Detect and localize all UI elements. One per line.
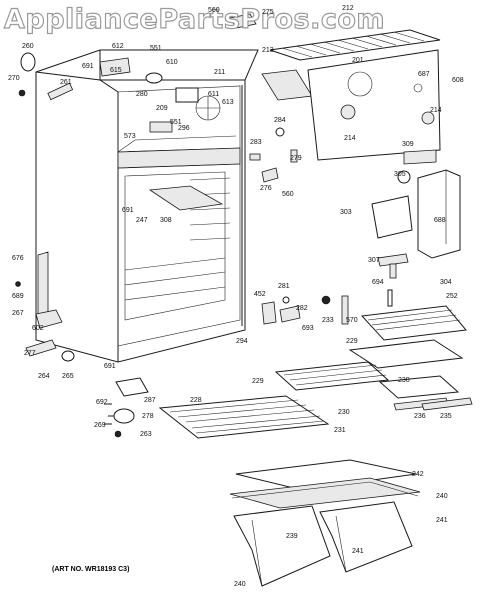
part-label-213: 213 [262, 47, 274, 54]
crisper-drawers [229, 459, 421, 587]
part-label-269: 269 [94, 422, 106, 429]
part-label-305: 305 [394, 171, 406, 178]
part-label-228: 228 [190, 397, 202, 404]
refrigerator-cabinet [35, 49, 259, 363]
part-label-694: 694 [372, 279, 384, 286]
part-label-687: 687 [418, 71, 430, 78]
part-label-691: 691 [82, 63, 94, 70]
part-label-231: 231 [334, 427, 346, 434]
part-label-282: 282 [296, 305, 308, 312]
part-label-260: 260 [22, 43, 34, 50]
middle-hardware [261, 289, 393, 325]
part-callout-labels: 560 275 212 260 612 551 270 691 615 610 213 201 608 2… [8, 5, 464, 588]
part-label-236: 236 [414, 413, 426, 420]
part-label-212: 212 [342, 5, 354, 12]
part-label-280: 280 [136, 91, 148, 98]
part-label-551: 551 [150, 45, 162, 52]
part-label-560: 560 [282, 191, 294, 198]
part-label-613: 613 [222, 99, 234, 106]
part-label-214: 214 [344, 135, 356, 142]
part-label-211: 211 [214, 69, 225, 76]
evaporator-cover-assembly [249, 49, 461, 279]
part-label-560: 560 [208, 7, 220, 14]
part-label-615: 615 [110, 67, 122, 74]
part-label-241: 241 [436, 517, 448, 524]
part-label-309: 309 [402, 141, 414, 148]
part-label-264: 264 [38, 373, 50, 380]
part-label-294: 294 [236, 338, 248, 345]
part-label-214: 214 [430, 107, 442, 114]
part-label-276: 276 [260, 185, 272, 192]
part-label-230: 230 [398, 377, 410, 384]
part-label-275: 275 [262, 9, 274, 16]
part-label-240: 240 [234, 581, 246, 588]
part-label-570: 570 [346, 317, 358, 324]
part-label-676: 676 [12, 255, 24, 262]
part-label-265: 265 [62, 373, 74, 380]
part-label-304: 304 [440, 279, 452, 286]
part-label-235: 235 [440, 413, 452, 420]
part-label-267: 267 [12, 310, 24, 317]
part-label-270: 270 [8, 75, 20, 82]
part-label-608: 608 [452, 77, 464, 84]
part-label-229: 229 [346, 338, 358, 345]
part-label-303: 303 [340, 209, 352, 216]
part-label-287: 287 [144, 397, 156, 404]
part-label-233: 233 [322, 317, 334, 324]
part-label-239: 239 [286, 533, 298, 540]
part-label-247: 247 [136, 217, 148, 224]
part-label-308: 308 [160, 217, 172, 224]
refrigerator-shelves [158, 305, 473, 439]
part-label-691: 691 [122, 207, 134, 214]
part-label-201: 201 [352, 57, 364, 64]
part-label-229: 229 [252, 378, 264, 385]
art-number: (ART NO. WR18193 C3) [52, 566, 129, 573]
part-label-230: 230 [338, 409, 350, 416]
part-label-283: 283 [250, 139, 262, 146]
part-label-279: 279 [290, 155, 302, 162]
part-label-693: 693 [302, 325, 314, 332]
part-label-452: 452 [254, 291, 266, 298]
part-label-610: 610 [166, 59, 178, 66]
part-label-689: 689 [12, 293, 24, 300]
part-label-688: 688 [434, 217, 446, 224]
part-label-296: 296 [178, 125, 190, 132]
part-label-261: 261 [60, 79, 72, 86]
watermark-text: AppliancePartsPros.com [4, 4, 385, 35]
part-label-551: 551 [170, 119, 182, 126]
part-label-241: 241 [352, 548, 364, 555]
part-label-612: 612 [112, 43, 124, 50]
freezer-shelf [148, 185, 224, 211]
part-label-307: 307 [368, 257, 380, 264]
part-label-611: 611 [208, 91, 219, 98]
left-side-parts [15, 281, 149, 438]
part-label-284: 284 [274, 117, 286, 124]
part-label-602: 602 [32, 325, 44, 332]
part-label-281: 281 [278, 283, 290, 290]
part-label-242: 242 [412, 471, 424, 478]
part-label-263: 263 [140, 431, 152, 438]
top-components [18, 13, 441, 133]
part-label-278: 278 [142, 413, 154, 420]
part-label-691: 691 [104, 363, 116, 370]
part-label-240: 240 [436, 493, 448, 500]
part-label-692: 692 [96, 399, 108, 406]
part-label-252: 252 [446, 293, 458, 300]
part-label-277: 277 [24, 350, 36, 357]
part-label-573: 573 [124, 133, 136, 140]
part-label-209: 209 [156, 105, 168, 112]
